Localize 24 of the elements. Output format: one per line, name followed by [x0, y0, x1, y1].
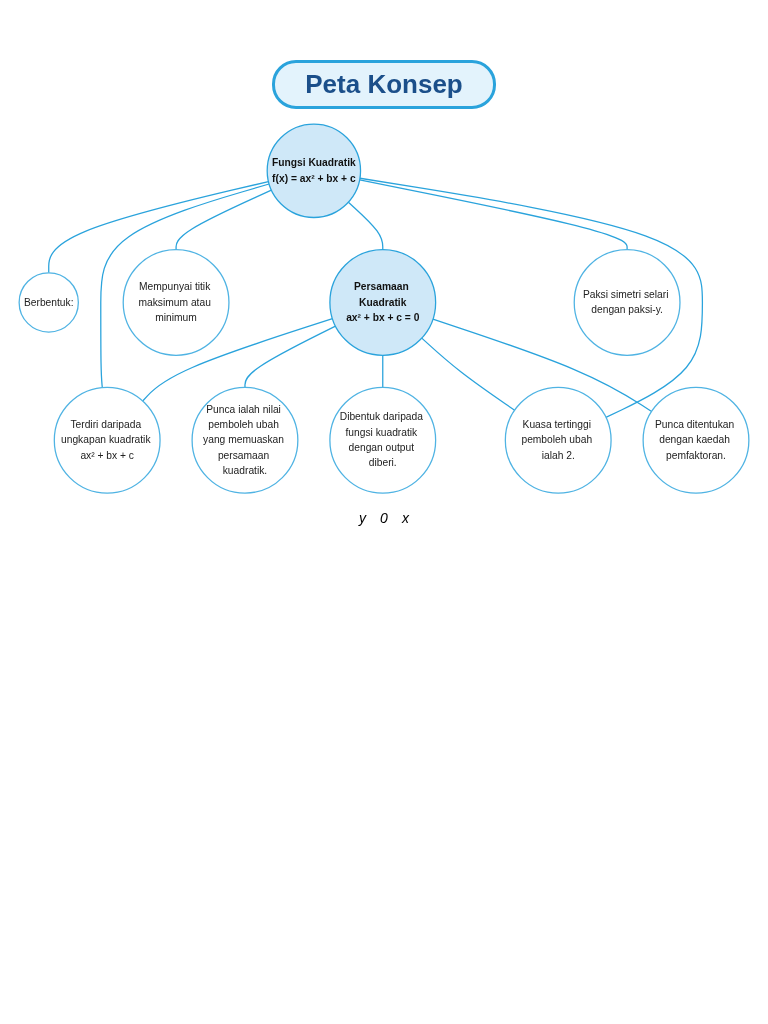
connector	[347, 201, 384, 251]
node-circle: Persamaan Kuadratik ax² + bx + c = 0	[329, 248, 437, 356]
node-circle: Punca ialah nilai pemboleh ubah yang memuaskan persamaan kuadratik.	[191, 386, 299, 494]
node-circle: Dibentuk daripada fungsi kuadratik dengan output diberi.	[329, 386, 437, 494]
axis-label: 0	[380, 510, 388, 527]
node-circle: Fungsi Kuadratik f(x) = ax² + bx + c	[266, 123, 362, 219]
node-circle: Mempunyai titik maksimum atau minimum	[122, 248, 230, 356]
axis-label: y	[359, 510, 367, 527]
axis-label: x	[401, 510, 409, 527]
connector	[359, 177, 704, 419]
connector	[432, 318, 653, 413]
title-banner: Peta Konsep	[272, 60, 496, 109]
node-circle: Berbentuk:	[18, 272, 79, 333]
node-circle: Terdiri daripada ungkapan kuadratik ax² + bx + c	[53, 386, 161, 494]
connector	[382, 354, 384, 388]
connector	[48, 180, 270, 274]
connector	[175, 189, 272, 251]
node-circle: Kuasa tertinggi pemboleh ubah ialah 2.	[504, 386, 612, 494]
connector	[421, 337, 516, 411]
connector	[142, 318, 334, 402]
node-circle: Punca ditentukan dengan kaedah pemfaktoran.	[642, 386, 750, 494]
connector	[100, 183, 270, 389]
node-circle: Paksi simetri selari dengan paksi-y.	[573, 248, 681, 356]
connector	[359, 179, 628, 251]
